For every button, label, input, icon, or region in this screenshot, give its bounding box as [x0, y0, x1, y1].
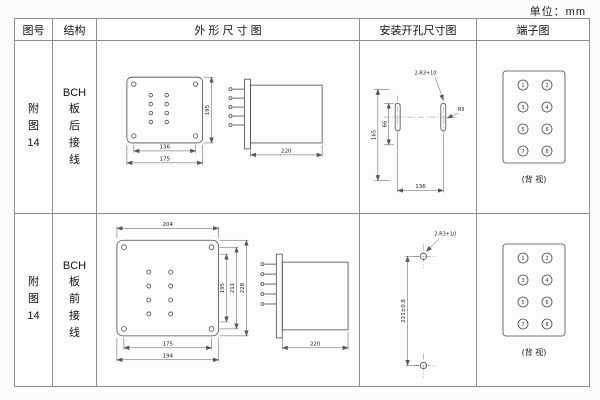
fig-char: 14 — [27, 309, 40, 322]
header-terminal: 端子图 — [477, 19, 589, 41]
terminal-number: 3 — [521, 104, 524, 110]
structure-cell-row1: BCH 板 后 接 线 — [53, 41, 97, 214]
terminal-number: 2 — [545, 82, 548, 88]
dim-label: 204 — [163, 221, 174, 227]
terminal-number: 8 — [545, 321, 548, 327]
outline-drawing-front-wiring: 204 175 194 195 211 228 — [116, 221, 349, 362]
terminal-number: 1 — [521, 255, 524, 261]
terminal-drawing: 1 3 5 7 2 4 6 8 (背 视) — [502, 243, 566, 357]
center-lines — [383, 94, 456, 139]
install-dimensions: 2-R3+10 221±0.8 — [401, 231, 456, 366]
header-label: 图号 — [22, 24, 45, 37]
install-dimensions: 2-R3+10 R3 165 66 136 — [371, 70, 465, 193]
terminal-number: 6 — [545, 126, 548, 132]
install-diagram-cell-row2: 2-R3+10 221±0.8 — [360, 214, 477, 386]
terminal-number: 5 — [521, 299, 524, 305]
center-lines — [413, 243, 436, 377]
terminal-block — [502, 243, 566, 336]
header-fig-no: 图号 — [15, 19, 53, 41]
dim-label: 136 — [160, 144, 171, 150]
outline-drawing-rear-wiring: 136 175 195 220 — [126, 76, 323, 165]
terminal-diagram-cell-row1: 1 3 5 7 2 4 6 8 (背 视) — [477, 41, 589, 214]
structure-char: 板 — [69, 103, 80, 116]
dim-label: 175 — [163, 341, 173, 347]
terminal-number: 2 — [545, 255, 548, 261]
dim-label: 66 — [382, 120, 388, 127]
terminal-numbers: 1 3 5 7 2 4 6 8 — [521, 82, 548, 154]
structure-char: 接 — [69, 136, 80, 149]
rear-view-caption: (背 视) — [522, 347, 547, 357]
dim-label: 220 — [281, 148, 292, 154]
fig-char: 图 — [28, 120, 39, 133]
terminal-numbers: 1 3 5 7 2 4 6 8 — [521, 255, 548, 327]
relay-front-view — [116, 239, 219, 336]
structure-cell-row2: BCH 板 前 接 线 — [53, 214, 97, 386]
install-hole-drawing: 2-R3+10 221±0.8 — [401, 231, 456, 377]
terminal-drawing: 1 3 5 7 2 4 6 8 (背 视) — [502, 70, 566, 184]
structure-char: BCH — [62, 86, 87, 99]
install-hole-drawing: 2-R3+10 R3 165 66 136 — [371, 70, 465, 193]
terminal-number: 4 — [545, 277, 548, 283]
dim-label: 221±0.8 — [401, 298, 407, 322]
header-label: 安装开孔尺寸图 — [379, 24, 457, 37]
terminal-number: 4 — [545, 104, 548, 110]
dim-label: 165 — [371, 129, 377, 139]
hole-note: 2-R3+10 — [414, 70, 436, 76]
header-label: 外 形 尺 寸 图 — [194, 24, 262, 37]
fig-no-cell-row2: 附 图 14 — [15, 214, 53, 386]
dim-label: 194 — [163, 353, 174, 359]
dim-label: 211 — [230, 282, 236, 292]
terminal-block — [502, 70, 566, 163]
rear-view-caption: (背 视) — [522, 174, 547, 184]
terminal-number: 1 — [521, 82, 524, 88]
header-outline: 外 形 尺 寸 图 — [97, 19, 360, 41]
dim-label: 195 — [205, 104, 211, 114]
terminal-number: 7 — [521, 148, 524, 154]
fig-char: 14 — [27, 136, 40, 149]
install-diagram-cell-row1: 2-R3+10 R3 165 66 136 — [360, 41, 477, 214]
outline-diagram-cell-row1: 136 175 195 220 — [97, 41, 360, 214]
unit-label: 单位：mm — [529, 6, 586, 18]
terminal-number: 5 — [521, 126, 524, 132]
relay-side-view — [228, 78, 323, 149]
terminal-number: 3 — [521, 277, 524, 283]
terminal-diagram-cell-row2: 1 3 5 7 2 4 6 8 (背 视) — [477, 214, 589, 386]
outline-dimensions: 136 175 195 220 — [126, 76, 323, 165]
relay-side-view — [260, 253, 349, 338]
outline-diagram-cell-row2: 204 175 194 195 211 228 — [97, 214, 360, 386]
structure-char: 前 — [69, 293, 80, 306]
structure-char: 线 — [69, 326, 80, 339]
dim-label: 228 — [240, 282, 246, 293]
dim-label: 220 — [310, 341, 321, 347]
structure-char: BCH — [62, 259, 87, 272]
radius-note: R3 — [458, 107, 465, 113]
terminal-number: 7 — [521, 321, 524, 327]
hole-note: 2-R3+10 — [434, 231, 456, 237]
dim-label: 136 — [415, 183, 426, 189]
header-label: 结构 — [63, 24, 86, 37]
terminal-number: 6 — [545, 299, 548, 305]
outline-dimensions: 204 175 194 195 211 228 — [116, 221, 349, 362]
mounting-holes — [419, 252, 428, 369]
terminal-number: 8 — [545, 148, 548, 154]
structure-char: 线 — [69, 153, 80, 166]
fig-char: 图 — [28, 293, 39, 306]
structure-char: 板 — [69, 276, 80, 289]
fig-char: 附 — [28, 103, 39, 116]
mounting-slots — [394, 102, 447, 131]
fig-no-cell-row1: 附 图 14 — [15, 41, 53, 214]
fig-char: 附 — [28, 276, 39, 289]
relay-front-view — [126, 76, 203, 143]
dim-label: 195 — [220, 282, 226, 292]
dim-label: 175 — [160, 156, 170, 162]
header-install: 安装开孔尺寸图 — [360, 19, 477, 41]
structure-char: 接 — [69, 309, 80, 322]
spec-table: 图号 结构 外 形 尺 寸 图 安装开孔尺寸图 端子图 附 图 14 BCH 板… — [14, 18, 590, 387]
structure-char: 后 — [69, 120, 80, 133]
header-label: 端子图 — [516, 24, 550, 37]
header-structure: 结构 — [53, 19, 97, 41]
